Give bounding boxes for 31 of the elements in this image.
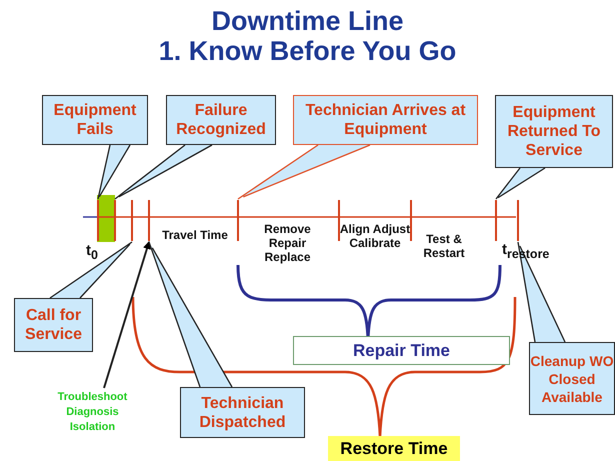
timeline-label: Test & Restart [422, 232, 466, 260]
tick-mark [131, 200, 133, 241]
time-label-box: Restore Time [328, 436, 460, 461]
tick-mark [495, 200, 497, 241]
tick-mark [114, 200, 116, 241]
callout-box: Cleanup WO Closed Available [529, 342, 615, 415]
tick-mark [237, 200, 239, 241]
subtitle: 1. Know Before You Go [158, 36, 458, 67]
tick-mark [410, 200, 412, 241]
timeline-label: Align Adjust Calibrate [339, 222, 411, 250]
leader-line [495, 168, 521, 200]
callout-box: Failure Recognized [166, 95, 276, 145]
timeline-label: Remove Repair Replace [263, 222, 312, 264]
timeline-label: t$_{0}$ [86, 244, 99, 262]
tick-mark [97, 200, 99, 241]
callout-box: Technician Arrives at Equipment [293, 95, 478, 145]
tick-mark [517, 200, 519, 241]
callout-box: Technician Dispatched [180, 387, 305, 438]
time-label-box: Repair Time [293, 336, 510, 365]
leader-line [148, 242, 201, 388]
leader-line [517, 242, 536, 342]
leader-line [114, 144, 186, 200]
leader-line [97, 144, 111, 200]
leader-line [238, 144, 318, 200]
timeline-label: Travel Time [161, 228, 229, 242]
tick-mark [338, 200, 340, 241]
annotation-text: Troubleshoot Diagnosis Isolation [40, 388, 145, 436]
title: Downtime Line [210, 6, 404, 37]
tick-mark [148, 200, 150, 241]
callout-box: Call for Service [14, 298, 93, 352]
arrow [103, 241, 151, 388]
